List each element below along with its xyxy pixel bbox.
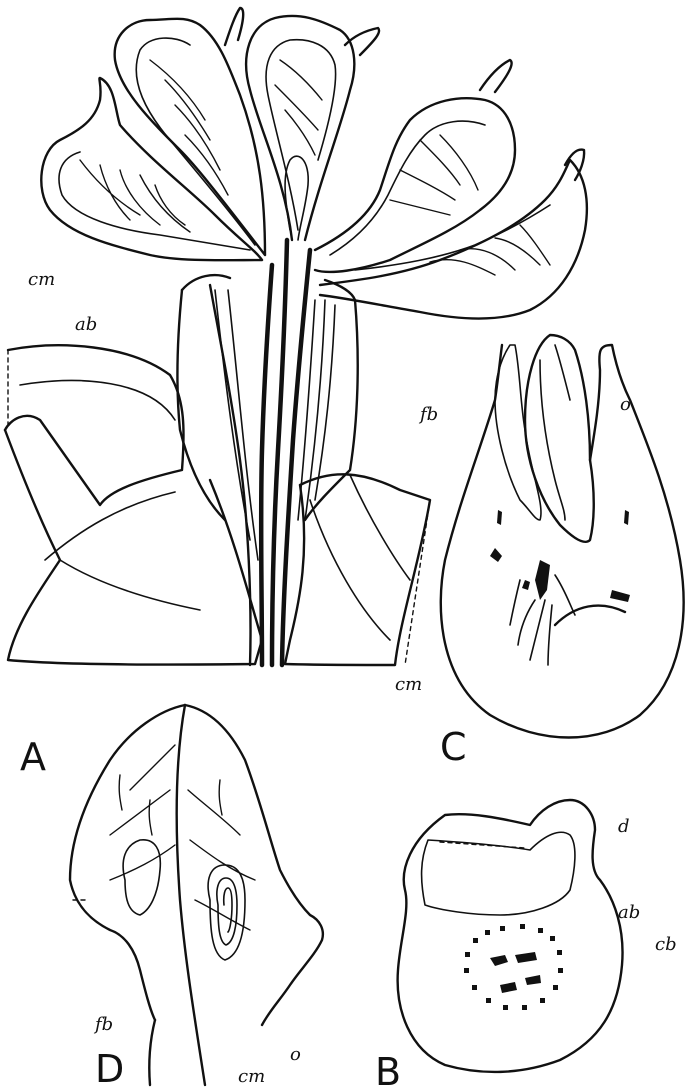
label-cm-a-top: cm bbox=[28, 269, 55, 290]
figure-c-crescent bbox=[555, 606, 625, 625]
figure-d-veins bbox=[110, 745, 255, 930]
figure-c-inner-groove bbox=[540, 360, 565, 520]
figure-b-dashes bbox=[440, 842, 525, 848]
label-figure-b: B bbox=[375, 1050, 401, 1092]
figure-a-inner-bud bbox=[285, 156, 308, 240]
label-figure-d: D bbox=[95, 1047, 124, 1091]
figure-d-ovule-right-core bbox=[224, 888, 232, 932]
figure-a-tip-3 bbox=[480, 60, 512, 92]
figure-a-lobe-left-veins bbox=[80, 160, 190, 232]
figure-a-stem-bundle-4 bbox=[210, 285, 251, 665]
figure-a-lobe-upper-left bbox=[115, 19, 265, 255]
figure-a-lobe-right-inner bbox=[330, 121, 485, 255]
figure-d-midrib bbox=[177, 705, 205, 1085]
figure-c-central-lobe bbox=[525, 335, 594, 542]
figure-b-drawing bbox=[398, 800, 623, 1072]
label-fb-c: fb bbox=[418, 404, 438, 425]
figure-a-lobe-far-right bbox=[320, 160, 587, 319]
label-fb-d: fb bbox=[93, 1014, 113, 1035]
label-o-c: o bbox=[620, 394, 631, 415]
figure-b-bundle-ring bbox=[464, 924, 563, 1010]
figure-c-inner-left bbox=[495, 345, 541, 520]
figure-a-lobe-left bbox=[41, 78, 262, 260]
figure-a-right-leaf-dashed bbox=[405, 500, 430, 665]
figure-d-right-half bbox=[185, 705, 323, 1025]
figure-c-outline bbox=[441, 345, 684, 738]
label-cm-d: cm bbox=[238, 1066, 265, 1087]
figure-a-lobe-upper-left-inner bbox=[136, 38, 255, 245]
figure-a-basal-leaf-lower bbox=[5, 430, 262, 665]
figure-c-bundles bbox=[490, 510, 630, 665]
figure-d-ovule-left bbox=[123, 840, 160, 915]
figure-a-drawing bbox=[5, 8, 587, 665]
figure-c-drawing bbox=[441, 335, 684, 738]
figure-d-left-stalk bbox=[149, 1020, 155, 1085]
figure-c-inner-right bbox=[555, 345, 570, 400]
figure-a-lobe-upper-right-veins bbox=[275, 60, 322, 155]
figure-b-inner-cavity bbox=[422, 832, 575, 915]
label-figure-a: A bbox=[20, 735, 46, 779]
label-cm-a-bottom: cm bbox=[395, 674, 422, 695]
figure-a-basal-leaf bbox=[5, 345, 184, 505]
figure-a-lobe-upper-right-inner bbox=[266, 40, 336, 230]
label-o-d: o bbox=[290, 1044, 301, 1065]
figure-a-tip-2 bbox=[345, 28, 379, 55]
label-d-b: d bbox=[618, 816, 630, 837]
figure-a-lobe-upper-left-veins bbox=[150, 60, 228, 195]
label-cb-b: cb bbox=[655, 934, 677, 955]
figure-a-lobe-far-right-veins bbox=[430, 225, 550, 275]
label-figure-c: C bbox=[440, 725, 467, 769]
label-ab-b: ab bbox=[618, 902, 640, 923]
figure-a-right-leaf-inner bbox=[310, 475, 410, 640]
figure-a-tip-1 bbox=[225, 8, 243, 45]
figure-d-ovule-right-outer bbox=[208, 865, 245, 960]
figure-a-lobe-right-veins bbox=[390, 135, 478, 215]
label-ab-a: ab bbox=[75, 314, 97, 335]
